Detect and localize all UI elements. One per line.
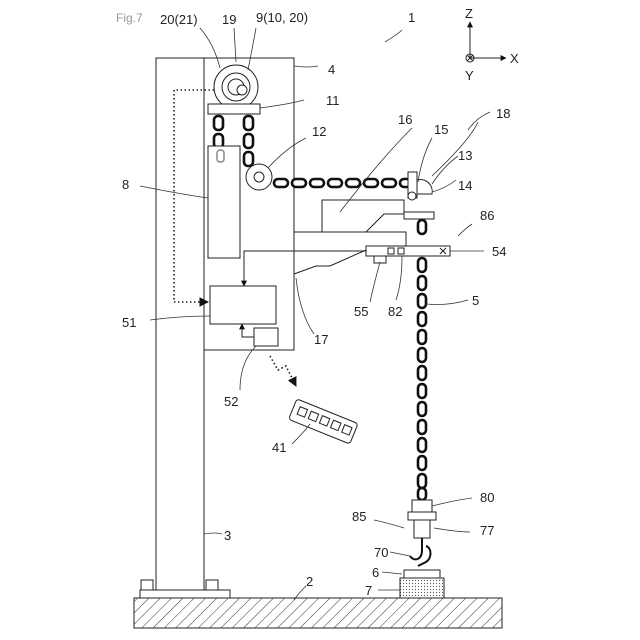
ref-82: 82 [388, 304, 402, 319]
ref-3: 3 [224, 528, 231, 543]
ref-19: 19 [222, 12, 236, 27]
wireless-signal [270, 356, 296, 386]
ref-17: 17 [314, 332, 328, 347]
ref-11: 11 [326, 93, 340, 108]
figure-label: Fig.7 [116, 11, 143, 25]
ref-51: 51 [122, 315, 136, 330]
ref-4: 4 [328, 62, 335, 77]
ref-41: 41 [272, 440, 286, 455]
ref-20: 20(21) [160, 12, 198, 27]
ref-85: 85 [352, 509, 366, 524]
controller [210, 286, 276, 324]
ref-8: 8 [122, 177, 129, 192]
ref-5: 5 [472, 293, 479, 308]
hook-assembly [408, 500, 436, 566]
ref-2: 2 [306, 574, 313, 589]
ref-18: 18 [496, 106, 510, 121]
chain-guide [404, 172, 434, 219]
x-axis-label: X [510, 51, 519, 66]
sprocket-plate [208, 104, 260, 114]
axis-indicator: Z X Y [465, 6, 519, 83]
ref-15: 15 [434, 122, 448, 137]
ref-77: 77 [480, 523, 494, 538]
arm [294, 200, 406, 274]
chain-storage [208, 146, 240, 258]
floor [134, 598, 502, 628]
load [400, 570, 444, 598]
chain-horizontal [274, 179, 412, 187]
y-axis-label: Y [465, 68, 474, 83]
receiver [254, 328, 278, 346]
ref-70: 70 [374, 545, 388, 560]
motor [214, 65, 258, 109]
sensor-block [366, 246, 450, 263]
ref-86: 86 [480, 208, 494, 223]
chain-vertical [418, 220, 426, 500]
ref-6: 6 [372, 565, 379, 580]
ref-12: 12 [312, 124, 326, 139]
ref-7: 7 [365, 583, 372, 598]
ref-9: 9(10, 20) [256, 10, 308, 25]
ref-80: 80 [480, 490, 494, 505]
ref-1: 1 [408, 10, 415, 25]
ref-52: 52 [224, 394, 238, 409]
ref-16: 16 [398, 112, 412, 127]
z-axis-label: Z [465, 6, 473, 21]
ref-55: 55 [354, 304, 368, 319]
ref-54: 54 [492, 244, 506, 259]
ref-13: 13 [458, 148, 472, 163]
ref-14: 14 [458, 178, 472, 193]
